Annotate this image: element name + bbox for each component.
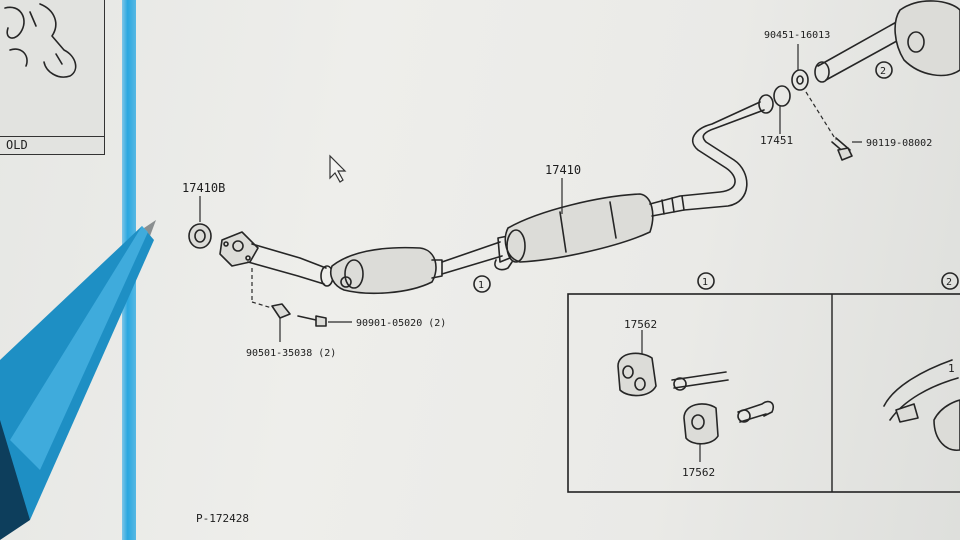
label-90119: 90119-08002 [866, 138, 932, 149]
main-muffler [504, 193, 654, 263]
hanger-top [617, 352, 657, 397]
callout-2-detail: 2 [941, 272, 959, 290]
label-17562-bottom: 17562 [682, 466, 715, 479]
callout-1-detail: 1 [697, 272, 715, 290]
pen-icon [0, 220, 156, 540]
callout-1-main: 1 [473, 275, 491, 293]
tail-pipe [649, 101, 765, 217]
bolt-90901 [315, 315, 327, 327]
label-90901: 90901-05020 (2) [356, 318, 446, 329]
thumbnail-panel: OLD [0, 0, 105, 155]
detail-frame [567, 293, 960, 493]
label-90451: 90451-16013 [764, 30, 830, 41]
intermediate-pipe [441, 241, 503, 275]
hanger-bottom [683, 403, 719, 445]
front-flange [219, 231, 259, 267]
label-17451: 17451 [760, 134, 793, 147]
ring-90451 [791, 69, 809, 91]
thumbnail-divider [0, 136, 104, 137]
gasket-17410b [188, 223, 212, 249]
svg-text:2: 2 [946, 277, 952, 288]
label-detail2-partial: 1 [948, 362, 955, 375]
catalytic-converter [329, 246, 443, 295]
svg-text:1: 1 [702, 277, 708, 288]
label-17562-top: 17562 [624, 318, 657, 331]
svg-text:1: 1 [478, 280, 484, 291]
nut-90501 [271, 303, 291, 319]
svg-text:2: 2 [880, 66, 886, 77]
illustration-code: P-172428 [196, 512, 249, 525]
label-17410: 17410 [545, 163, 581, 177]
thumbnail-drawing [4, 3, 77, 78]
callout-2-main: 2 [875, 61, 893, 79]
thumbnail-label: OLD [6, 138, 28, 152]
label-17410b: 17410B [182, 181, 225, 195]
front-pipe [247, 243, 327, 285]
mouse-cursor-icon [329, 154, 347, 183]
label-90501: 90501-35038 (2) [246, 348, 336, 359]
